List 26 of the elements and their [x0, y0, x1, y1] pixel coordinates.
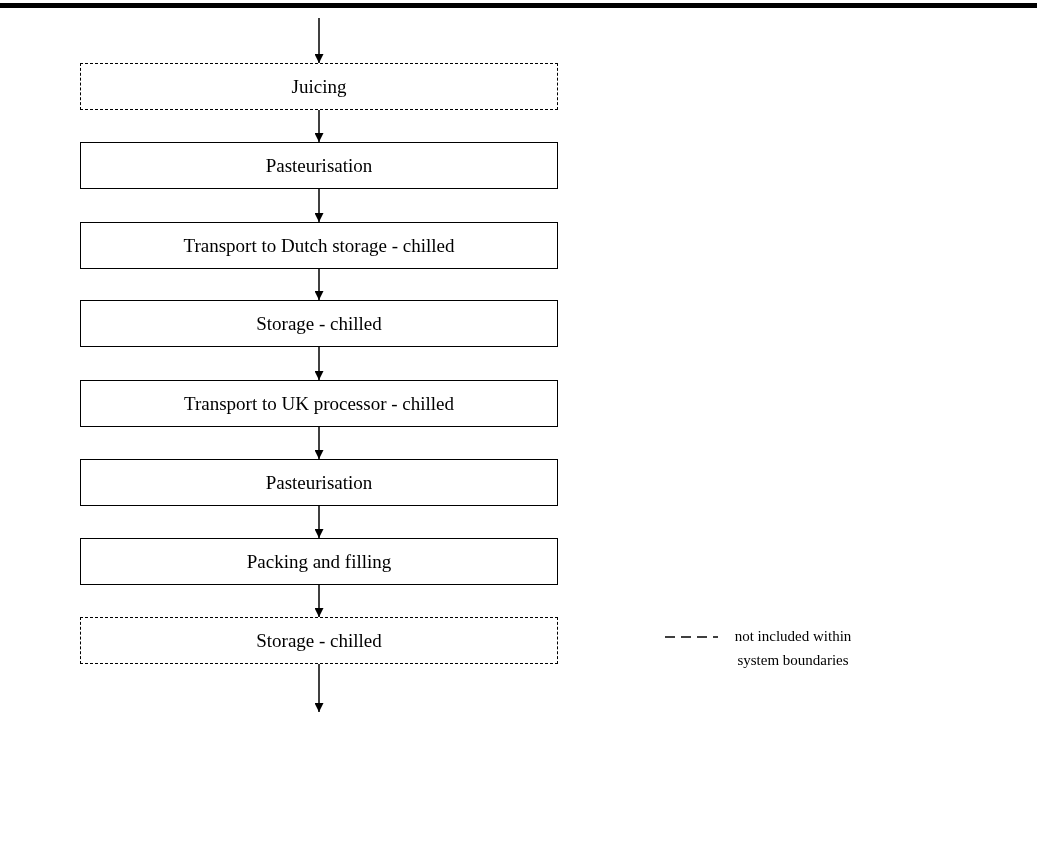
process-box [80, 63, 558, 110]
arrow [314, 109, 324, 143]
arrow [314, 426, 324, 460]
process-box [80, 300, 558, 347]
process-label: Storage - chilled [256, 312, 382, 335]
process-label: Transport to Dutch storage - chilled [183, 234, 455, 257]
process-box [80, 380, 558, 427]
process-label: Pasteurisation [265, 154, 373, 177]
process-box [80, 222, 558, 269]
arrow [314, 188, 324, 223]
legend-text: not included within system boundaries [733, 627, 853, 670]
arrow [314, 584, 324, 618]
process-label: Transport to UK processor - chilled [184, 392, 454, 415]
process-box [80, 459, 558, 506]
arrow [314, 268, 324, 301]
process-box [80, 538, 558, 585]
process-label: Pasteurisation [265, 471, 373, 494]
arrow [314, 663, 324, 713]
process-label: Juicing [291, 75, 347, 98]
arrow [314, 346, 324, 381]
process-label: Storage - chilled [256, 629, 382, 652]
process-box [80, 142, 558, 189]
arrow [314, 17, 324, 64]
arrow [314, 505, 324, 539]
process-box [80, 617, 558, 664]
process-label: Packing and filling [246, 550, 392, 573]
